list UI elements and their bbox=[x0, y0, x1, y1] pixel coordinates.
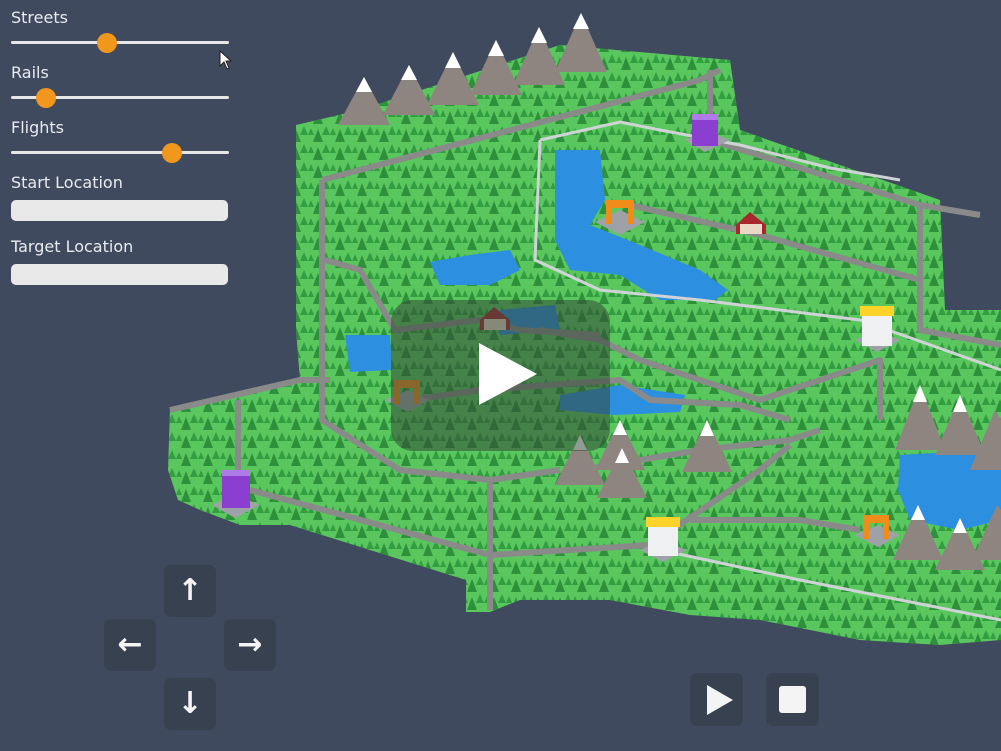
mountain-icon bbox=[970, 410, 1001, 470]
station-gate-icon bbox=[595, 200, 645, 235]
mountain-range bbox=[338, 13, 1001, 570]
mountain-icon bbox=[427, 52, 479, 105]
office-tower-icon bbox=[212, 470, 260, 518]
play-button[interactable] bbox=[690, 673, 743, 726]
mountain-icon bbox=[470, 40, 522, 95]
apartment-building-icon bbox=[855, 306, 900, 352]
mouse-cursor-icon bbox=[219, 50, 233, 70]
start-location-label: Start Location bbox=[11, 173, 123, 192]
mountain-icon bbox=[935, 518, 985, 570]
stop-button[interactable] bbox=[766, 673, 819, 726]
play-icon bbox=[707, 685, 733, 715]
streets-label: Streets bbox=[11, 8, 68, 27]
start-location-input[interactable] bbox=[11, 200, 228, 221]
rails-label: Rails bbox=[11, 63, 49, 82]
control-panel: Streets Rails Flights Start Location Tar… bbox=[11, 8, 229, 301]
arrow-right-icon: → bbox=[237, 627, 263, 662]
slider-thumb[interactable] bbox=[96, 33, 117, 53]
mountain-icon bbox=[682, 420, 732, 472]
arrow-right-button[interactable]: → bbox=[224, 619, 276, 671]
apartment-building-icon bbox=[640, 517, 686, 562]
video-overlay-play-button[interactable] bbox=[391, 300, 610, 451]
mountain-icon bbox=[972, 505, 1001, 560]
rails-slider[interactable] bbox=[11, 83, 229, 108]
arrow-down-icon: ↓ bbox=[177, 686, 203, 721]
station-gate-icon bbox=[855, 515, 900, 547]
play-video-icon bbox=[479, 343, 537, 405]
mountain-icon bbox=[935, 395, 985, 455]
flights-label: Flights bbox=[11, 118, 64, 137]
mountain-icon bbox=[383, 65, 435, 115]
slider-track bbox=[11, 41, 229, 44]
mountain-icon bbox=[895, 385, 945, 450]
target-location-input[interactable] bbox=[11, 264, 228, 285]
arrow-down-button[interactable]: ↓ bbox=[164, 678, 216, 730]
mountain-icon bbox=[338, 77, 390, 125]
arrow-up-icon: ↑ bbox=[177, 573, 203, 608]
arrow-left-icon: ← bbox=[117, 627, 143, 662]
slider-track bbox=[11, 151, 229, 154]
streets-slider[interactable] bbox=[11, 28, 229, 53]
office-tower-icon bbox=[685, 114, 730, 152]
flights-slider[interactable] bbox=[11, 138, 229, 163]
arrow-left-button[interactable]: ← bbox=[104, 619, 156, 671]
target-location-label: Target Location bbox=[11, 237, 134, 256]
mountain-icon bbox=[513, 27, 565, 85]
mountain-icon bbox=[555, 13, 607, 72]
house-icon bbox=[736, 212, 766, 234]
slider-thumb[interactable] bbox=[162, 143, 183, 163]
slider-thumb[interactable] bbox=[35, 88, 56, 108]
stop-icon bbox=[779, 686, 806, 713]
arrow-up-button[interactable]: ↑ bbox=[164, 565, 216, 617]
mountain-icon bbox=[893, 505, 943, 560]
mountain-icon bbox=[595, 420, 645, 470]
slider-track bbox=[11, 96, 229, 99]
mountain-icon bbox=[597, 448, 647, 498]
